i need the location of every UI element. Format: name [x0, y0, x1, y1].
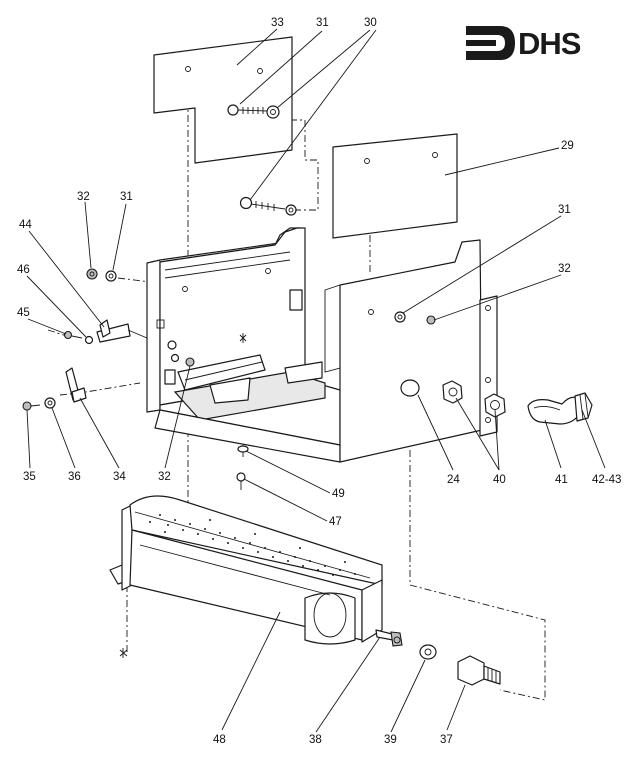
electrode-44 — [96, 319, 148, 343]
screw-30-lower — [239, 196, 297, 216]
washer-36 — [44, 397, 56, 409]
nut-32-right — [426, 315, 436, 325]
side-panel-33 — [153, 36, 293, 164]
callout-31-top: 31 — [316, 17, 329, 29]
callout-32-left: 32 — [77, 191, 90, 203]
nut-32-left — [86, 268, 98, 280]
rear-panel-29 — [332, 133, 458, 239]
elbow-41 — [527, 396, 583, 425]
callout-45: 45 — [17, 307, 30, 319]
combustion-chamber-casing — [146, 227, 498, 463]
callout-32-right: 32 — [558, 263, 571, 275]
callout-46: 46 — [17, 264, 30, 276]
screw-35 — [22, 401, 41, 411]
callout-32-center: 32 — [158, 471, 171, 483]
washer-39 — [419, 644, 437, 660]
callout-24: 24 — [447, 474, 460, 486]
washer-31-right — [394, 311, 406, 323]
nut-40-a — [442, 380, 463, 404]
callout-38: 38 — [309, 734, 322, 746]
injector-38 — [375, 629, 403, 647]
callout-47: 47 — [329, 516, 342, 528]
nut-32-center — [185, 357, 195, 367]
washer-49 — [237, 445, 249, 453]
callout-49: 49 — [332, 488, 345, 500]
callout-35: 35 — [23, 471, 36, 483]
logo-text: DHS — [518, 26, 581, 61]
pilot-bracket-34 — [65, 367, 87, 403]
asterisk-marks — [119, 333, 247, 658]
callout-31-left: 31 — [120, 191, 133, 203]
callout-44: 44 — [19, 219, 32, 231]
washer-31-left — [105, 270, 117, 282]
callout-48: 48 — [213, 734, 226, 746]
callout-40: 40 — [493, 474, 506, 486]
screw-47 — [236, 472, 246, 490]
screw-31-upper — [227, 104, 280, 119]
callout-29: 29 — [561, 140, 574, 152]
callout-39: 39 — [384, 734, 397, 746]
callout-36: 36 — [68, 471, 81, 483]
callout-30: 30 — [364, 17, 377, 29]
burner-48 — [109, 495, 383, 645]
burner-perforations — [149, 514, 356, 576]
screw-45 — [63, 330, 83, 340]
callout-42-43: 42-43 — [592, 474, 621, 486]
callout-labels: 33 31 30 29 32 31 44 46 45 31 32 35 36 3… — [17, 17, 621, 746]
logo-mark — [466, 26, 515, 60]
callout-34: 34 — [113, 471, 126, 483]
adapter-37 — [457, 655, 501, 686]
callout-37: 37 — [440, 734, 453, 746]
nut-40-b — [484, 393, 506, 418]
callout-31-right: 31 — [558, 204, 571, 216]
leader-lines — [26, 28, 606, 733]
callout-33: 33 — [271, 17, 284, 29]
dhs-logo: DHS — [466, 26, 582, 61]
fitting-42-43 — [574, 392, 593, 422]
logo-mark-bar — [466, 40, 496, 46]
callout-41: 41 — [555, 474, 568, 486]
washer-46 — [84, 335, 94, 345]
